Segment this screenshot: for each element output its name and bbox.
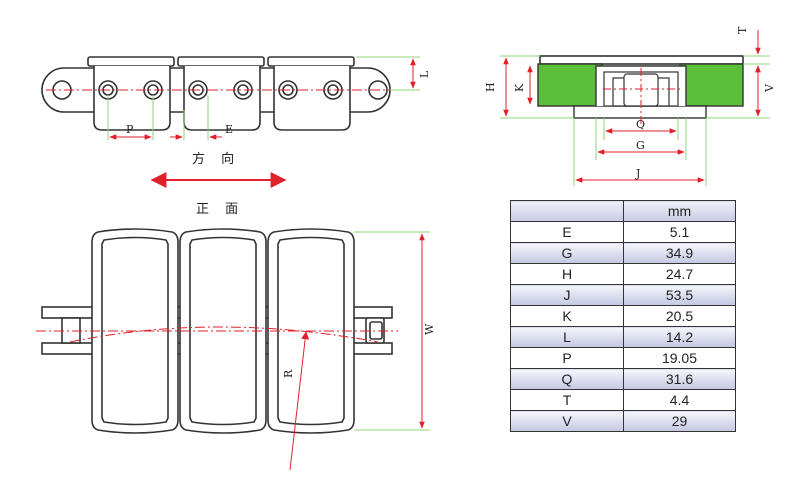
spec-value: 4.4 bbox=[623, 389, 736, 411]
label-P: P bbox=[126, 123, 134, 136]
label-K: K bbox=[513, 83, 526, 92]
label-W: W bbox=[423, 323, 436, 335]
spec-value: 14.2 bbox=[623, 326, 736, 348]
label-R: R bbox=[282, 369, 295, 378]
label-V: V bbox=[763, 83, 776, 93]
spec-value: 53.5 bbox=[623, 284, 736, 306]
label-Q: Q bbox=[636, 118, 645, 131]
section-title: 正 面 bbox=[196, 202, 244, 217]
spec-key: E bbox=[510, 221, 624, 243]
side-view bbox=[537, 55, 744, 124]
spec-value: 31.6 bbox=[623, 368, 736, 390]
spec-value: 5.1 bbox=[623, 221, 736, 243]
spec-key: L bbox=[510, 326, 624, 348]
spec-value: 34.9 bbox=[623, 242, 736, 264]
label-H: H bbox=[484, 82, 497, 92]
direction-label: 方 向 bbox=[192, 151, 240, 167]
spec-header-row: mm bbox=[510, 200, 736, 222]
top-view-dimensions bbox=[36, 231, 430, 471]
spec-key: H bbox=[510, 263, 624, 285]
side-view-dimensions bbox=[500, 30, 770, 186]
spec-value: 29 bbox=[623, 410, 736, 432]
label-L: L bbox=[418, 70, 431, 78]
spec-value: 20.5 bbox=[623, 305, 736, 327]
spec-value: 24.7 bbox=[623, 263, 736, 285]
spec-value: 19.05 bbox=[623, 347, 736, 369]
label-T: T bbox=[736, 26, 749, 34]
spec-key: J bbox=[510, 284, 624, 306]
label-J: J bbox=[635, 167, 640, 180]
label-E: E bbox=[225, 123, 233, 136]
spec-key: G bbox=[510, 242, 624, 264]
spec-key: T bbox=[510, 389, 624, 411]
spec-header-unit: mm bbox=[623, 200, 736, 222]
spec-key: K bbox=[510, 305, 624, 327]
spec-header-key bbox=[510, 200, 624, 222]
spec-key: Q bbox=[510, 368, 624, 390]
spec-key: P bbox=[510, 347, 624, 369]
spec-key: V bbox=[510, 410, 624, 432]
label-G: G bbox=[636, 139, 645, 152]
front-view bbox=[41, 56, 391, 131]
front-view-dimensions bbox=[46, 56, 420, 140]
